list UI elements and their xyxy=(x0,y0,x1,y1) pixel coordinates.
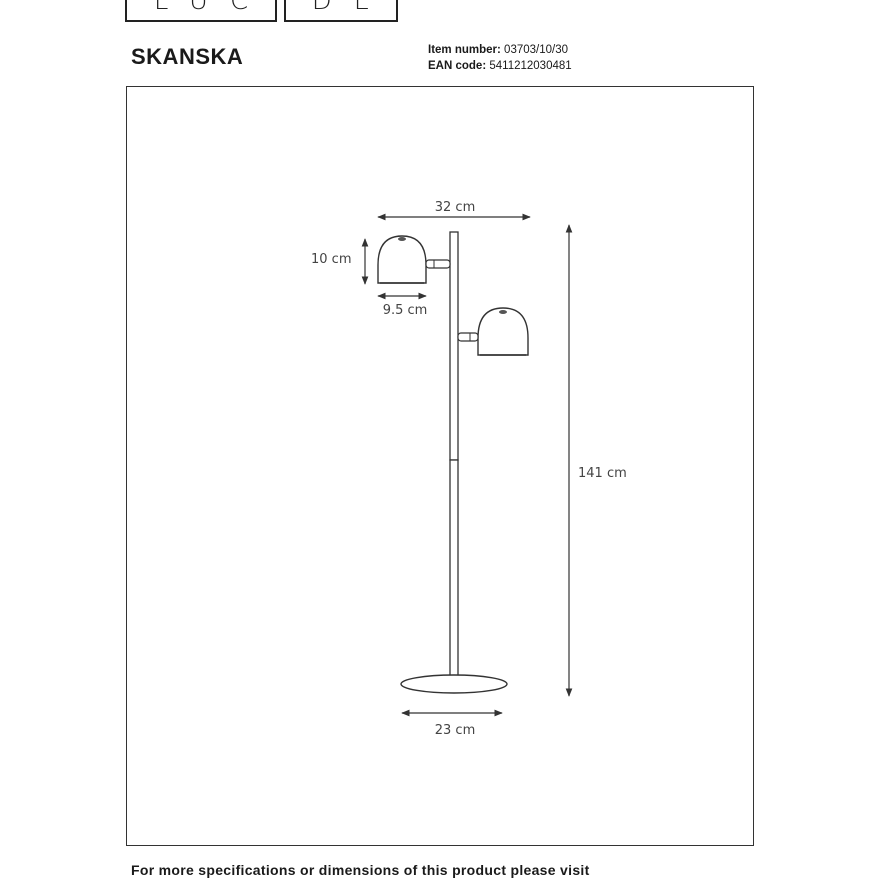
upper-arm xyxy=(425,259,451,269)
upper-shade xyxy=(377,235,427,284)
item-number-label: Item number: xyxy=(428,44,501,56)
drawing-frame xyxy=(126,86,754,846)
logo-right-text: DE xyxy=(311,0,393,16)
lower-shade-cap xyxy=(499,310,507,314)
product-name: SKANSKA xyxy=(131,44,244,69)
lower-shade xyxy=(477,307,529,356)
lamp-pole-upper xyxy=(449,231,459,461)
width-top-label: 32 cm xyxy=(435,200,476,215)
lower-arm xyxy=(457,332,479,342)
total-height-label: 141 cm xyxy=(578,466,627,481)
base-diameter-label: 23 cm xyxy=(435,723,476,738)
item-number-line: Item number: 03703/10/30 xyxy=(428,43,568,57)
logo-right-box: DE xyxy=(284,0,398,22)
lamp-base xyxy=(400,674,508,694)
logo-left-box: LUC xyxy=(125,0,277,22)
shade-width-label: 9.5 cm xyxy=(383,303,428,318)
ean-code-line: EAN code: 5411212030481 xyxy=(428,59,572,73)
upper-shade-cap xyxy=(398,237,406,241)
lamp-pole-lower xyxy=(449,459,459,683)
shade-height-label: 10 cm xyxy=(311,252,352,267)
footer-text: For more specifications or dimensions of… xyxy=(131,862,590,878)
logo-left-text: LUC xyxy=(153,0,271,16)
ean-code-value: 5411212030481 xyxy=(489,60,572,72)
ean-code-label: EAN code: xyxy=(428,60,487,72)
item-number-value: 03703/10/30 xyxy=(504,44,568,56)
